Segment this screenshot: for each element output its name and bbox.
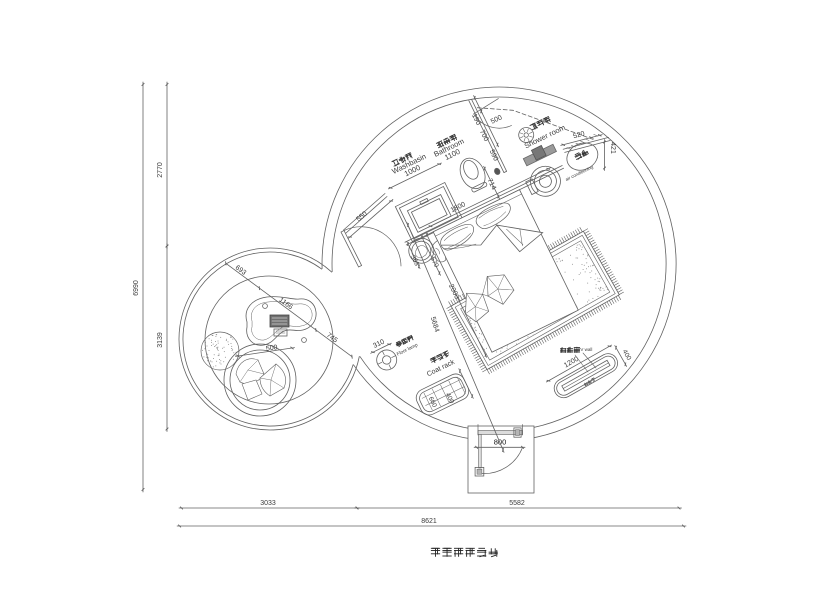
svg-text:TV wall: TV wall xyxy=(578,347,593,352)
svg-text:5582: 5582 xyxy=(509,500,525,507)
svg-text:590: 590 xyxy=(488,149,499,163)
svg-text:363: 363 xyxy=(409,254,420,267)
svg-text:520: 520 xyxy=(572,131,585,141)
svg-text:421: 421 xyxy=(609,142,616,154)
svg-text:310: 310 xyxy=(372,338,386,349)
svg-text:700: 700 xyxy=(478,129,489,143)
svg-text:660: 660 xyxy=(427,396,438,409)
svg-text:3139: 3139 xyxy=(157,332,164,348)
svg-text:400: 400 xyxy=(444,392,455,405)
svg-text:714: 714 xyxy=(486,178,497,192)
svg-text:400: 400 xyxy=(621,349,633,362)
svg-text:2770: 2770 xyxy=(157,162,164,178)
svg-text:190: 190 xyxy=(470,113,481,127)
svg-text:5684: 5684 xyxy=(429,316,440,333)
svg-text:500: 500 xyxy=(490,114,504,125)
svg-text:3033: 3033 xyxy=(260,500,276,507)
svg-text:8621: 8621 xyxy=(421,518,437,525)
svg-text:500: 500 xyxy=(265,344,278,353)
svg-text:6990: 6990 xyxy=(133,280,140,296)
svg-text:570: 570 xyxy=(429,256,440,269)
